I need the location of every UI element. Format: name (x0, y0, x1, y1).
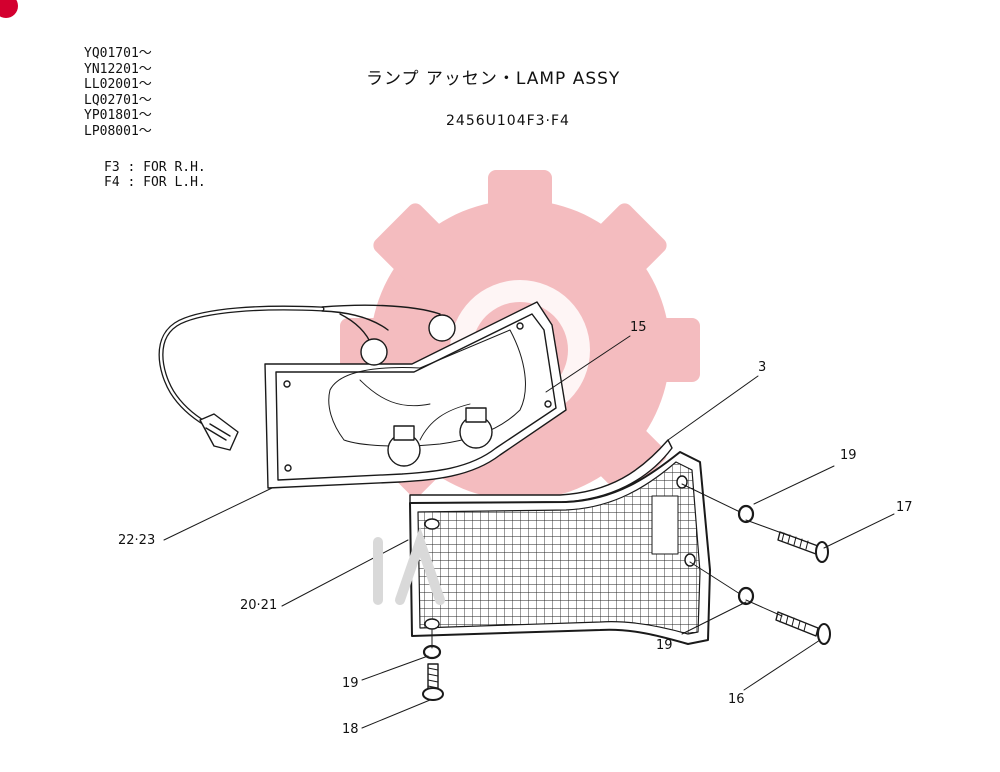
assembly-part-number: 2456U104F3·F4 (446, 113, 570, 129)
variant-note-lh: F4 : FOR L.H. (104, 175, 206, 190)
callout-19: 19 (840, 448, 857, 463)
corner-badge (0, 0, 18, 18)
callout-18: 18 (342, 722, 359, 737)
leader-lines (163, 335, 895, 729)
callout-19: 19 (656, 638, 673, 653)
screw-icon (777, 531, 829, 563)
watermark-mark (373, 526, 445, 605)
serial-range: YP01801～ (84, 108, 152, 124)
serial-range: LL02001～ (84, 77, 152, 93)
lamp-lens (409, 451, 711, 645)
callout-17: 17 (896, 500, 913, 515)
serial-range: LP08001～ (84, 123, 152, 139)
serial-range: YQ01701～ (84, 46, 152, 61)
washer-icon (422, 504, 755, 660)
serial-range-list: YQ01701～ YN12201～ LL02001～ LQ02701～ YP01… (84, 46, 152, 140)
callout-3: 3 (758, 360, 767, 375)
variant-note-rh: F3 : FOR R.H. (104, 160, 206, 175)
wire-harness (158, 304, 441, 427)
callout-22-23: 22·23 (118, 533, 156, 548)
callout-20-21: 20·21 (240, 598, 278, 613)
diagram-title: ランプ アッセン・LAMP ASSY (366, 69, 621, 89)
variant-notes: F3 : FOR R.H. F4 : FOR L.H. (104, 160, 206, 190)
connector-plug-icon (199, 413, 239, 451)
serial-range: LQ02701～ (84, 92, 152, 108)
callout-19: 19 (342, 676, 359, 691)
callout-15: 15 (630, 320, 647, 335)
screw-icon (775, 611, 831, 645)
bulb-icon (360, 314, 493, 467)
lamp-housing-plate (264, 301, 567, 489)
callout-16: 16 (728, 692, 745, 707)
serial-range: YN12201～ (84, 61, 152, 77)
screw-icon (422, 663, 444, 701)
